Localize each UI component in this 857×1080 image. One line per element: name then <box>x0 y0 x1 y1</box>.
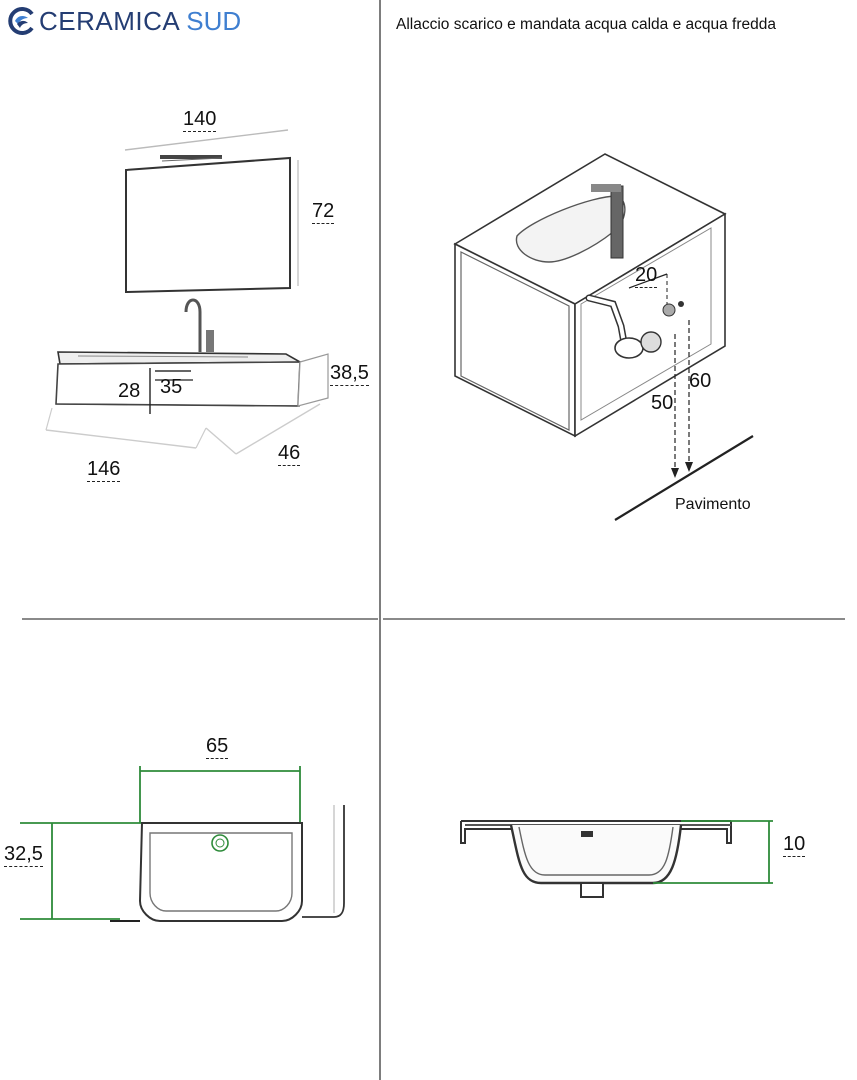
panel-plumbing: Allaccio scarico e mandata acqua calda e… <box>381 0 857 620</box>
horizontal-divider-left <box>22 618 378 620</box>
dimension-drawer-height: 28 <box>118 380 141 402</box>
floor-label: Pavimento <box>675 496 751 513</box>
panel-basin-top-view: 65 32,5 <box>0 621 380 1080</box>
plumbing-drawing <box>453 153 754 521</box>
vanity-drawing <box>45 129 329 455</box>
dimension-mirror-height: 72 <box>312 200 335 224</box>
dimension-basin-width: 65 <box>206 735 229 759</box>
dimension-cabinet-depth: 46 <box>278 442 301 466</box>
dimension-basin-depth: 32,5 <box>4 843 43 867</box>
vertical-divider <box>379 0 381 1080</box>
panel-vanity-overview: CERAMICA SUD 140 7 <box>0 0 380 620</box>
dimension-cabinet-height: 38,5 <box>330 362 369 386</box>
basin-section-drawing <box>460 820 773 898</box>
brand-name: CERAMICA <box>39 5 181 36</box>
brand-name-suffix: SUD <box>186 5 242 36</box>
horizontal-divider-right <box>383 618 845 620</box>
dimension-supply-height: 60 <box>689 370 712 392</box>
dimension-pipe-offset: 20 <box>635 264 658 288</box>
dimension-drawer-depth: 35 <box>160 376 183 398</box>
swirl-logo-icon <box>8 7 34 35</box>
basin-top-drawing <box>20 766 345 922</box>
panel-basin-section: 10 <box>381 621 857 1080</box>
dimension-basin-thickness: 10 <box>783 833 806 857</box>
brand-logo: CERAMICA SUD <box>6 4 241 38</box>
plumbing-caption: Allaccio scarico e mandata acqua calda e… <box>396 16 776 33</box>
dimension-drain-height: 50 <box>651 392 674 414</box>
dimension-mirror-width: 140 <box>183 108 217 132</box>
dimension-cabinet-width: 146 <box>87 458 121 482</box>
